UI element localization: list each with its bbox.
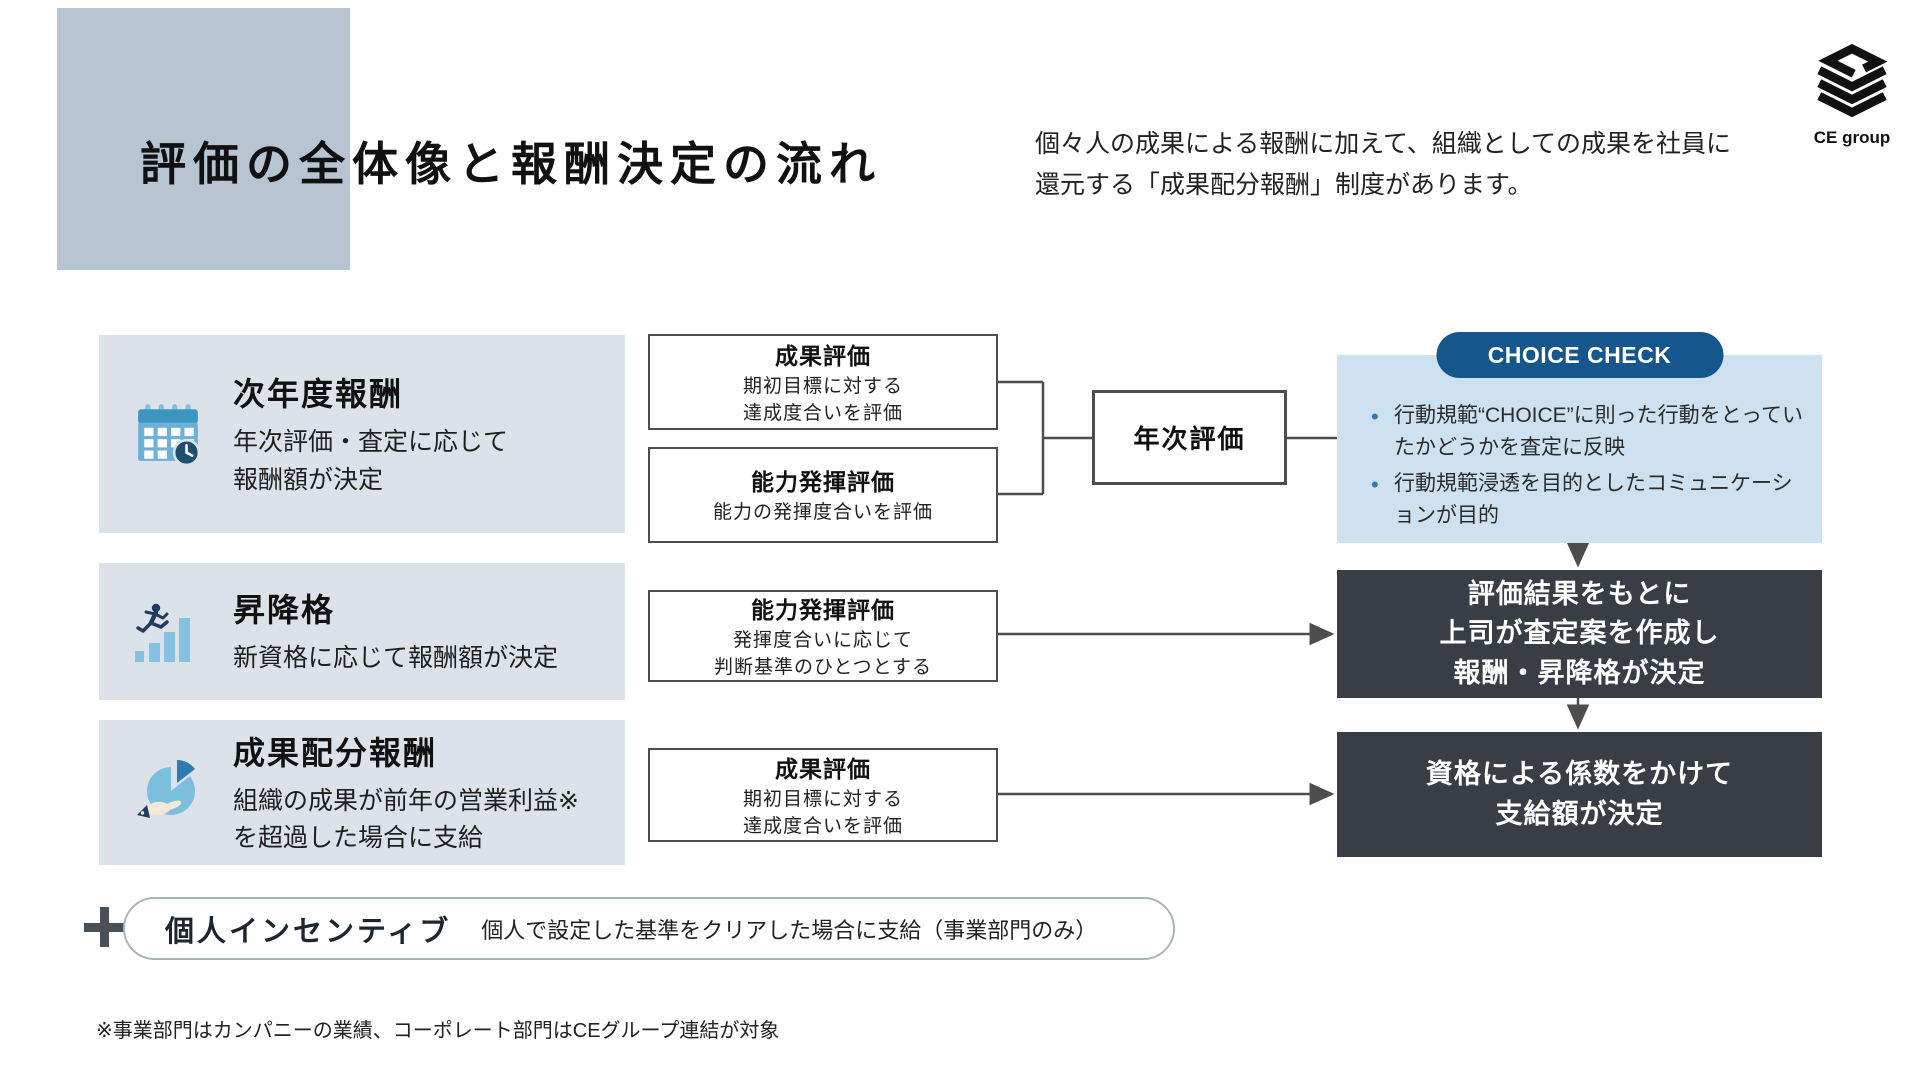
eval-box-seika-2: 成果評価 期初目標に対する 達成度合いを評価: [648, 748, 998, 842]
category-desc: 年次評価・査定に応じて 報酬額が決定: [233, 428, 509, 494]
eval-box-title: 成果評価: [775, 755, 871, 782]
eval-box-title: 能力発揮評価: [751, 469, 895, 496]
choice-bullet: 行動規範“CHOICE”に則った行動をとっていたかどうかを査定に反映: [1367, 400, 1804, 463]
plus-icon: [84, 907, 124, 947]
incentive-pill: 個人インセンティブ 個人で設定した基準をクリアした場合に支給（事業部門のみ）: [123, 897, 1175, 960]
choice-bullet: 行動規範浸透を目的としたコミュニケーションが目的: [1367, 468, 1804, 531]
eval-box-nouryoku-2: 能力発揮評価 発揮度合いに応じて 判断基準のひとつとする: [648, 590, 998, 682]
eval-box-desc: 期初目標に対する 達成度合いを評価: [742, 375, 903, 424]
choice-check-bullets: 行動規範“CHOICE”に則った行動をとっていたかどうかを査定に反映 行動規範浸…: [1337, 355, 1822, 531]
category-title: 成果配分報酬: [233, 734, 438, 771]
logo-text: CE group: [1813, 128, 1891, 147]
page-title: 評価の全体像と報酬決定の流れ: [140, 138, 882, 190]
eval-box-nouryoku-1: 能力発揮評価 能力の発揮度合いを評価: [648, 447, 998, 543]
eval-box-desc: 期初目標に対する 達成度合いを評価: [742, 788, 903, 837]
footnote: ※事業部門はカンパニーの業績、コーポレート部門はCEグループ連結が対象: [96, 1020, 780, 1042]
category-promotion-demotion: 昇降格 新資格に応じて報酬額が決定: [99, 563, 625, 700]
incentive-title: 個人インセンティブ: [165, 915, 452, 948]
category-desc: 新資格に応じて報酬額が決定: [233, 644, 559, 673]
ce-group-cube-icon: [1817, 44, 1888, 118]
intro-text: 個々人の成果による報酬に加えて、組織としての成果を社員に 還元する「成果配分報酬…: [1035, 130, 1732, 199]
eval-box-seika-1: 成果評価 期初目標に対する 達成度合いを評価: [648, 334, 998, 430]
category-desc: 組織の成果が前年の営業利益※ を超過した場合に支給: [233, 786, 579, 853]
annual-eval-box: 年次評価: [1092, 390, 1287, 485]
eval-box-desc: 発揮度合いに応じて 判断基準のひとつとする: [713, 629, 933, 678]
result-box-assessment: 評価結果をもとに 上司が査定案を作成し 報酬・昇降格が決定: [1337, 570, 1822, 698]
ce-group-logo: CE group: [1796, 44, 1908, 148]
result-box-payout: 資格による係数をかけて 支給額が決定: [1337, 732, 1822, 857]
choice-check-badge: CHOICE CHECK: [1436, 332, 1723, 378]
category-title: 昇降格: [233, 592, 336, 629]
category-next-year-compensation: 次年度報酬 年次評価・査定に応じて 報酬額が決定: [99, 335, 625, 533]
incentive-desc: 個人で設定した基準をクリアした場合に支給（事業部門のみ）: [481, 917, 1098, 943]
promotion-chart-icon: [133, 600, 205, 664]
title-accent-block: [57, 8, 350, 270]
eval-box-desc: 能力の発揮度合いを評価: [712, 502, 933, 524]
eval-box-title: 能力発揮評価: [751, 596, 895, 623]
category-title: 次年度報酬: [233, 376, 404, 412]
category-text: 昇降格 新資格に応じて報酬額が決定: [233, 585, 558, 678]
choice-check-panel: CHOICE CHECK 行動規範“CHOICE”に則った行動をとっていたかどう…: [1337, 332, 1822, 543]
profit-share-pie-icon: [133, 757, 205, 829]
category-text: 成果配分報酬 組織の成果が前年の営業利益※ を超過した場合に支給: [233, 728, 579, 858]
category-text: 次年度報酬 年次評価・査定に応じて 報酬額が決定: [233, 369, 508, 499]
calendar-clock-icon: [133, 401, 205, 467]
category-profit-share: 成果配分報酬 組織の成果が前年の営業利益※ を超過した場合に支給: [99, 720, 625, 865]
eval-box-title: 成果評価: [775, 342, 871, 369]
annual-eval-bracket: [998, 380, 1337, 496]
